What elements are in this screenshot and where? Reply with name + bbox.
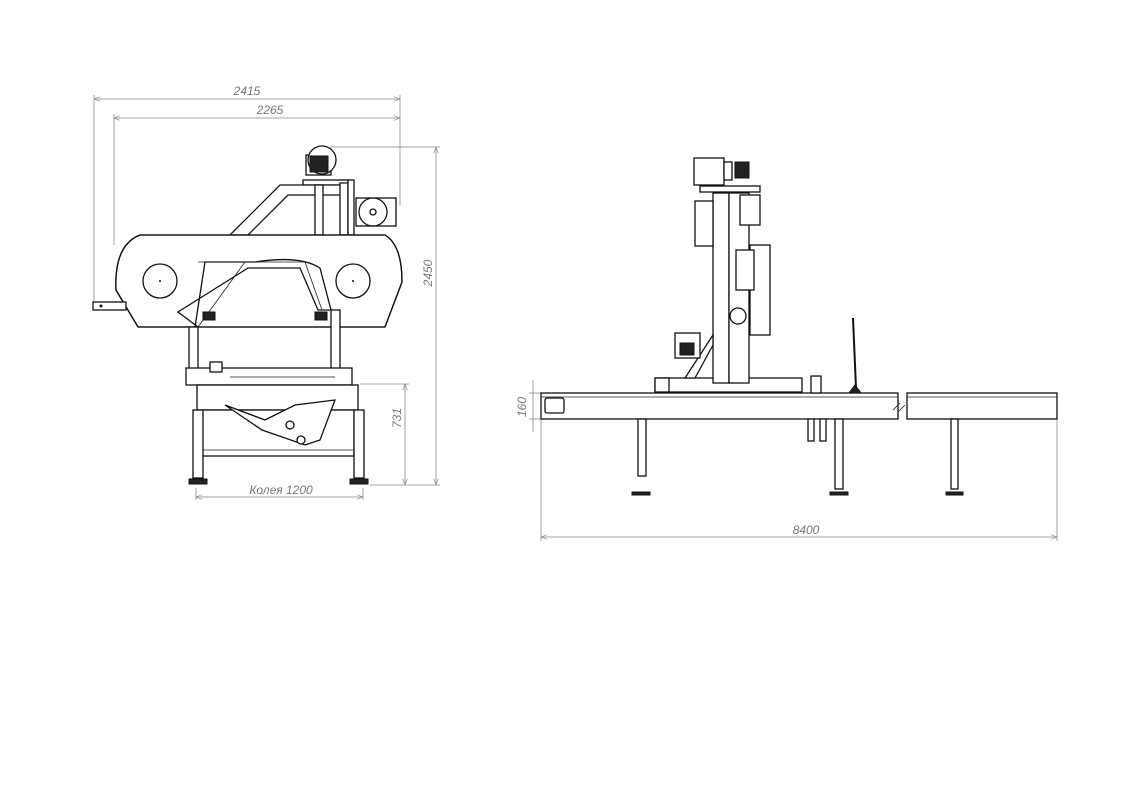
drive-motor	[302, 145, 349, 186]
dimension-label-8400: 8400	[793, 523, 820, 537]
dimension-label-2450: 2450	[421, 259, 435, 287]
dimension-table-height: 731	[360, 383, 409, 485]
left-leg	[192, 409, 204, 479]
dimension-label-track: Колея 1200	[249, 483, 313, 497]
feed-motor	[674, 332, 701, 359]
right-post	[330, 309, 341, 370]
right-leg	[353, 409, 365, 479]
log-stop	[810, 375, 822, 394]
lift-mechanism	[224, 399, 336, 446]
lift-screw	[314, 184, 324, 236]
saw-column	[654, 192, 803, 393]
front-view: 2415 2265 2450 731 Колея 1200	[92, 84, 440, 500]
side-view: 160 8400	[515, 157, 1058, 541]
base-table	[196, 384, 359, 411]
log-clamp-lever	[848, 317, 862, 394]
left-post	[188, 326, 199, 370]
rail-legs	[631, 418, 964, 496]
dimension-beam-height: 160	[515, 380, 541, 432]
handle-bar	[92, 301, 127, 311]
dimension-label-160: 160	[515, 397, 529, 417]
support-arm	[228, 184, 346, 236]
blade-tension-wheel	[355, 197, 397, 227]
dimension-overall-height: 2450	[330, 146, 440, 486]
dimension-overall-width: 2415	[93, 84, 401, 305]
dimension-label-2415: 2415	[233, 84, 261, 98]
side-drive-motor	[693, 157, 761, 193]
dimension-overall-length: 8400	[540, 419, 1058, 541]
rail-beam	[540, 392, 1058, 420]
dimension-label-2265: 2265	[256, 103, 284, 117]
dimension-label-731: 731	[390, 408, 404, 428]
dimension-frame-width: 2265	[113, 103, 400, 245]
dimension-track: Колея 1200	[195, 483, 364, 500]
